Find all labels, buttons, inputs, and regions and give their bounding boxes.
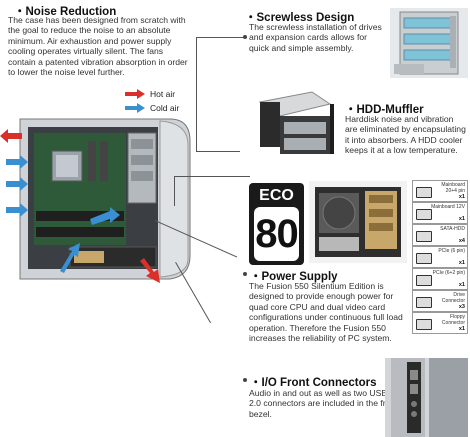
- connector-plug-icon: [416, 187, 432, 198]
- leader-line: [196, 151, 240, 152]
- connector-row: Mainboard 12V x1: [412, 202, 468, 224]
- eco-number-panel: 80: [254, 207, 299, 261]
- connector-row: PCIe (6+2 pin) x1: [412, 268, 468, 290]
- connector-row: PCIe (6 pin) x1: [412, 246, 468, 268]
- connector-name: Drive Connector: [441, 292, 465, 304]
- connector-qty: x1: [458, 194, 465, 200]
- open-pc-case-illustration: [0, 111, 195, 291]
- screwless-design-text: The screwless installation of drives and…: [249, 22, 382, 53]
- cold-air-label: Cold air: [150, 103, 180, 113]
- leader-line: [196, 37, 197, 151]
- connector-plug-icon: [416, 231, 432, 242]
- io-front-text: Audio in and out as well as two USB 2.0 …: [249, 388, 398, 419]
- connector-name: Mainboard 20+4 pin: [441, 182, 465, 194]
- connector-name: SATA-HDD: [440, 226, 465, 232]
- power-supply-title: ・Power Supply: [250, 271, 338, 283]
- leader-line: [174, 176, 250, 177]
- connector-qty: x3: [458, 304, 465, 310]
- hdd-muffler-photo: [250, 84, 335, 159]
- io-front-title: ・I/O Front Connectors: [250, 377, 377, 389]
- screwless-design-title: ・Screwless Design: [245, 12, 355, 24]
- io-front-panel-photo: [385, 358, 468, 437]
- noise-reduction-title: ・Noise Reduction: [14, 6, 117, 18]
- connector-plug-icon: [416, 275, 432, 286]
- power-supply-text: The Fusion 550 Silentium Edition is desi…: [249, 281, 403, 344]
- connector-row: SATA-HDD x4: [412, 224, 468, 246]
- connector-qty: x4: [458, 238, 465, 244]
- connector-plug-icon: [416, 319, 432, 330]
- connector-qty: x1: [458, 326, 465, 332]
- connector-name: Floppy Connector: [441, 314, 465, 326]
- connector-qty: x1: [458, 282, 465, 288]
- connector-name: PCIe (6 pin): [438, 248, 465, 254]
- leader-dot: [243, 378, 247, 382]
- power-supply-photo: [309, 181, 407, 263]
- screwless-drive-bay-photo: [390, 8, 468, 78]
- eco-80-badge: ECO 80: [249, 183, 304, 265]
- connector-plug-icon: [416, 209, 432, 220]
- noise-reduction-text: The case has been designed from scratch …: [8, 15, 188, 78]
- hot-air-arrow-icon: [125, 89, 145, 99]
- leader-line: [174, 176, 175, 206]
- eco-number: 80: [255, 212, 299, 256]
- connector-plug-icon: [416, 297, 432, 308]
- leader-dot: [243, 35, 247, 39]
- connector-plug-icon: [416, 253, 432, 264]
- connector-qty: x1: [458, 260, 465, 266]
- hdd-muffler-text: Harddisk noise and vibration are elimina…: [345, 114, 466, 156]
- hdd-muffler-title: ・HDD-Muffler: [345, 104, 424, 116]
- leader-dot: [243, 272, 247, 276]
- cold-air-arrow-icon: [125, 103, 145, 113]
- leader-line: [196, 37, 245, 38]
- connector-name: Mainboard 12V: [431, 204, 465, 210]
- airflow-legend: Hot air Cold air: [125, 89, 200, 115]
- connector-name: PCIe (6+2 pin): [432, 270, 465, 276]
- connector-qty: x1: [458, 216, 465, 222]
- eco-label: ECO: [259, 187, 294, 204]
- hot-air-label: Hot air: [150, 89, 176, 99]
